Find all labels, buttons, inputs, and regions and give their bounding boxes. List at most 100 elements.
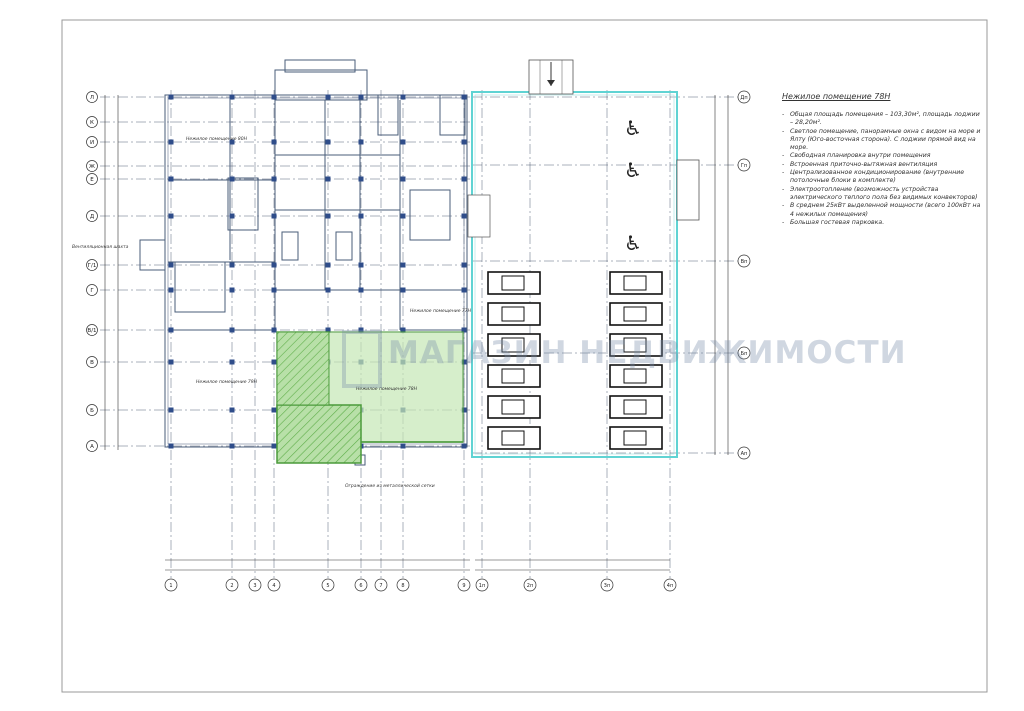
axis-marker-bottom [663,578,677,592]
column-marker [461,359,467,365]
car-roof [623,430,647,446]
column-marker [229,443,235,449]
column-marker [358,176,364,182]
car-body [487,271,541,295]
parked-car [609,395,663,419]
axis-label-left: Г/1 [88,263,97,269]
column-marker [271,213,277,219]
column-marker [358,139,364,145]
sheet-frame [61,19,988,693]
room-label-78n: Нежилое помещение 78Н [356,386,418,392]
column-marker [325,287,331,293]
room-label-79n: Нежилое помещение 79Н [196,379,258,385]
axis-label-right: Бп [741,351,748,357]
axis-label-bottom: 1п [479,583,485,589]
car-body [487,302,541,326]
column-marker [400,176,406,182]
axis-marker-bottom [164,578,178,592]
column-marker [271,139,277,145]
notes-title: Нежилое помещение 78Н [782,92,891,101]
column-marker [358,94,364,100]
axis-label-right: Ап [741,451,748,457]
column-marker [400,213,406,219]
parked-car [487,333,541,357]
unit-description-panel: Нежилое помещение 78Н Общая площадь поме… [782,92,982,227]
axis-marker-bottom [354,578,368,592]
axis-marker-right [737,254,751,268]
car-body [609,426,663,450]
notes-item: Встроенная приточно-вытяжная вентиляция [782,161,982,170]
notes-item: Светлое помещение, панорамные окна с вид… [782,128,982,153]
column-marker [271,287,277,293]
column-marker [168,94,174,100]
column-marker [400,262,406,268]
axis-marker-left [86,356,98,368]
axis-marker-left [86,160,98,172]
column-marker [461,443,467,449]
parked-car [609,333,663,357]
column-marker [461,94,467,100]
car-roof [623,275,647,291]
axis-label-left: Ж [89,164,95,170]
axis-marker-bottom [321,578,335,592]
axis-marker-left [86,404,98,416]
column-marker [229,94,235,100]
car-roof [623,368,647,384]
axis-marker-bottom [248,578,262,592]
car-body [609,333,663,357]
column-marker [461,176,467,182]
column-marker [325,327,331,333]
wheelchair-icon: ♿ [624,231,642,255]
unit-78n-highlight [276,331,464,464]
axis-label-bottom: 1 [169,583,172,589]
entrance-note: Ограждение из металлической сетки [345,483,435,489]
axis-label-bottom: 9 [462,583,465,589]
column-marker [358,327,364,333]
column-marker [271,407,277,413]
parked-car [609,302,663,326]
axis-marker-bottom [475,578,489,592]
axis-marker-right [737,158,751,172]
column-marker [461,407,467,413]
axis-marker-bottom [225,578,239,592]
car-body [609,302,663,326]
parking-cars [487,271,663,450]
axis-label-right: Гп [741,163,747,169]
column-marker [358,262,364,268]
axis-label-bottom: 3п [604,583,610,589]
column-marker [168,139,174,145]
axis-marker-bottom [267,578,281,592]
column-marker [400,327,406,333]
column-marker [229,139,235,145]
axis-label-left: Е [90,177,94,183]
column-marker [325,94,331,100]
column-marker [325,213,331,219]
column-marker [168,359,174,365]
column-marker [325,139,331,145]
wheelchair-icon: ♿ [624,158,642,182]
notes-item: Большая гостевая парковка. [782,219,982,228]
column-marker [461,287,467,293]
car-body [487,364,541,388]
column-marker [168,327,174,333]
axis-label-left: В/1 [87,328,96,334]
axis-marker-left [86,259,98,271]
axis-label-bottom: 4 [272,583,275,589]
parked-car [487,302,541,326]
column-marker [229,176,235,182]
axis-label-right: Дп [740,95,747,101]
axis-label-left: В [90,360,94,366]
car-body [487,395,541,419]
column-marker [229,407,235,413]
column-marker [400,287,406,293]
column-marker [271,327,277,333]
axis-label-bottom: 7 [379,583,382,589]
column-marker [271,359,277,365]
axis-marker-right [737,446,751,460]
column-marker [400,139,406,145]
car-roof [501,368,525,384]
